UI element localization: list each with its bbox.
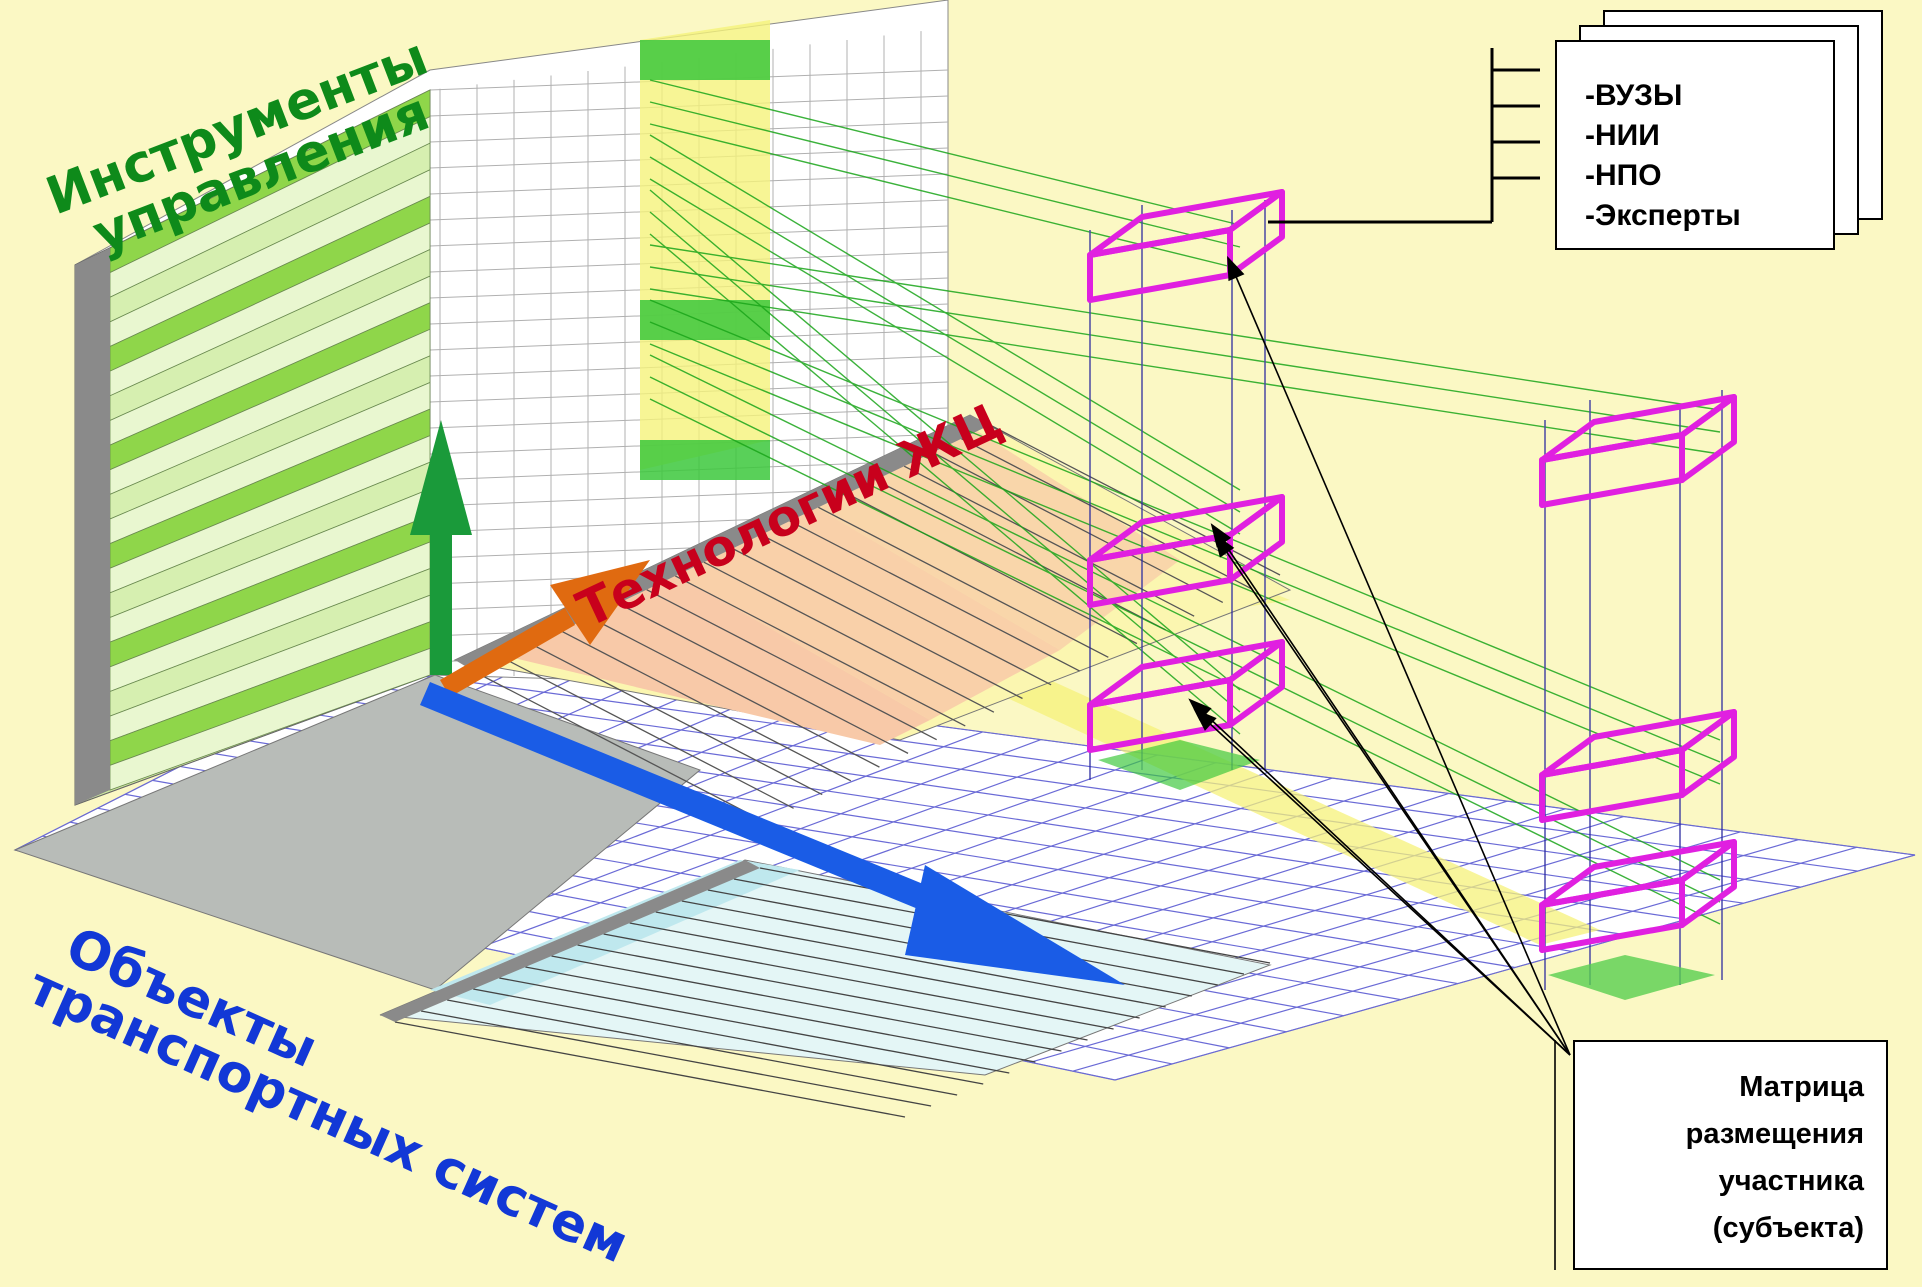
- legend-line-4: (субъекта): [1575, 1205, 1864, 1252]
- legend-line-2: размещения: [1575, 1111, 1864, 1158]
- participant-production-associations: -НПО: [1585, 156, 1833, 196]
- participant-research-institutes: -НИИ: [1585, 116, 1833, 156]
- participant-box-middle-right: [1542, 712, 1734, 820]
- participant-box-side: [1230, 192, 1282, 275]
- tools-highlight-column: [640, 20, 770, 470]
- document-page-front: -ВУЗЫ -НИИ -НПО -Эксперты: [1555, 40, 1835, 250]
- participant-box-side: [1682, 712, 1734, 795]
- participants-bracket: [1268, 48, 1540, 222]
- participant-box-side: [1682, 397, 1734, 480]
- participant-footprint: [1548, 955, 1715, 1000]
- participant-box-top: [1542, 397, 1734, 460]
- participant-universities: -ВУЗЫ: [1585, 76, 1833, 116]
- legend-line-3: участника: [1575, 1158, 1864, 1205]
- legend-line-1: Матрица: [1575, 1064, 1864, 1111]
- participant-box-upper-left: [1090, 192, 1282, 300]
- legend-box: Матрица размещения участника (субъекта): [1573, 1040, 1888, 1270]
- participant-box-upper-right: [1542, 397, 1734, 505]
- participant-box-top: [1090, 192, 1282, 255]
- tools-label-spine: [75, 248, 110, 805]
- participant-box-top: [1542, 712, 1734, 775]
- participants-document-stack: -ВУЗЫ -НИИ -НПО -Эксперты: [1555, 10, 1895, 270]
- participant-experts: -Эксперты: [1585, 196, 1833, 236]
- tools-cell-green-1: [640, 40, 770, 80]
- tools-cell-green-3: [640, 440, 770, 480]
